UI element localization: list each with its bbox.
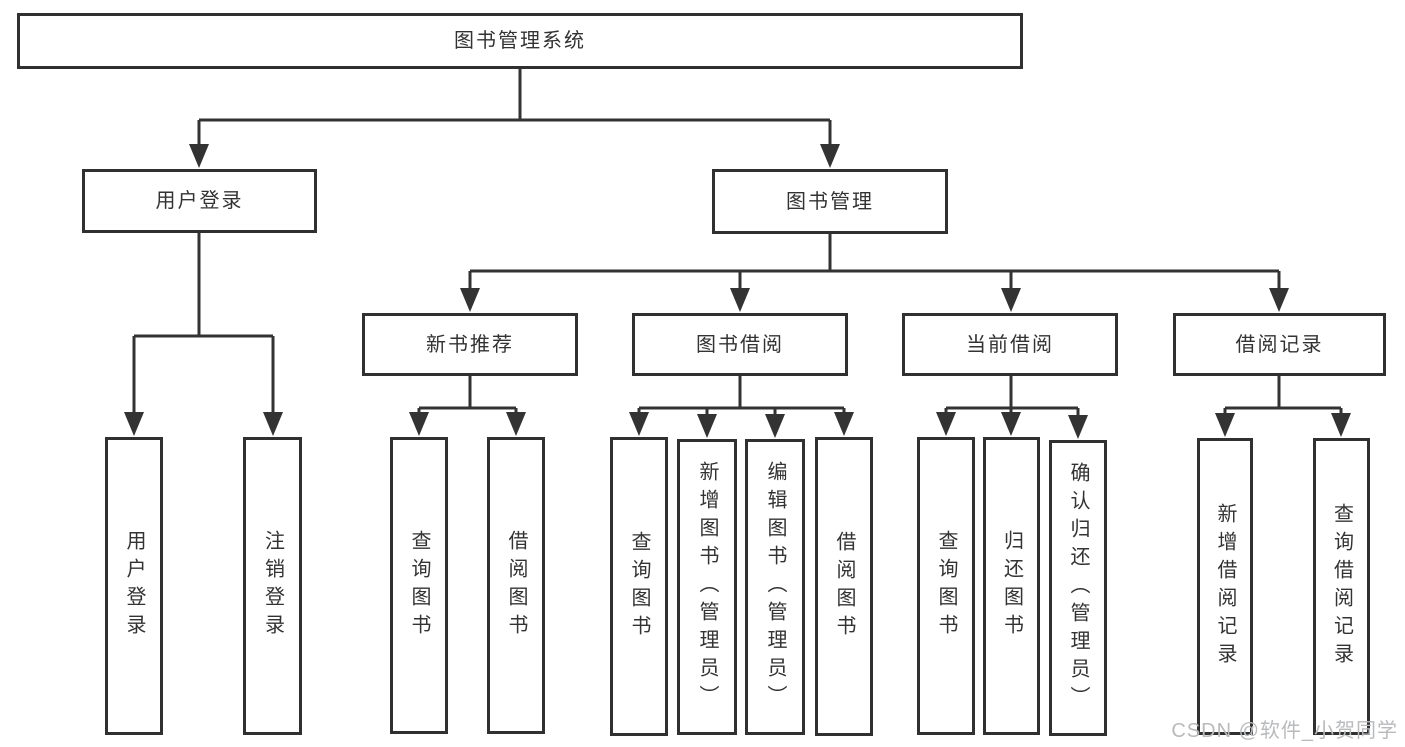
node-borrowing-records-label: 借阅记录: [1235, 333, 1324, 356]
node-root: 图书管理系统: [17, 13, 1023, 69]
node-current-borrowing-label: 当前借阅: [966, 333, 1054, 356]
node-bb-edit-books-label: 编辑图书（管理员）: [764, 461, 786, 713]
arrowhead-borrowing-records: [1269, 288, 1289, 312]
node-nbr-query-books: 查询图书: [390, 437, 448, 734]
connector-borrowing-records: [1223, 376, 1343, 419]
node-bb-query-books: 查询图书: [610, 437, 668, 736]
connector-book-management-to-level3: [468, 234, 1281, 294]
arrowhead-current-borrowing: [1001, 288, 1021, 312]
node-user-login-label: 用户登录: [123, 530, 145, 642]
node-nbr-borrow-books: 借阅图书: [487, 437, 545, 734]
arrowhead-user-login-branch: [189, 144, 209, 168]
node-nbr-borrow-books-label: 借阅图书: [505, 529, 527, 642]
node-logout-login-label: 注销登录: [261, 530, 284, 642]
node-nbr-query-books-label: 查询图书: [408, 529, 430, 642]
arrowhead-br-add-record: [1215, 413, 1235, 437]
connector-root-to-level2: [197, 69, 832, 150]
node-bb-add-books-label: 新增图书（管理员）: [696, 461, 718, 713]
node-bb-borrow-books: 借阅图书: [815, 437, 873, 736]
node-book-management: 图书管理: [712, 169, 948, 234]
arrowhead-book-management: [820, 144, 840, 168]
connector-book-borrowing: [637, 376, 846, 421]
node-user-login: 用户登录: [105, 437, 163, 735]
arrowhead-bb-borrow-books: [834, 412, 854, 436]
node-logout-login: 注销登录: [243, 437, 302, 735]
node-cb-confirm-return-label: 确认归还（管理员）: [1067, 462, 1089, 714]
node-root-label: 图书管理系统: [454, 30, 586, 52]
node-new-book-recommend-label: 新书推荐: [426, 333, 514, 356]
arrowhead-book-borrowing: [730, 288, 750, 312]
arrowhead-cb-query-books: [936, 412, 956, 436]
node-bb-edit-books: 编辑图书（管理员）: [745, 439, 805, 735]
arrowhead-nbr-query-books: [409, 412, 429, 436]
node-br-add-record: 新增借阅记录: [1197, 438, 1253, 735]
arrowhead-nbr-borrow-books: [506, 412, 526, 436]
arrowhead-bb-add-books: [697, 414, 717, 438]
arrowhead-cb-confirm-return: [1068, 415, 1088, 439]
node-book-borrowing-label: 图书借阅: [696, 333, 784, 356]
arrowhead-bb-query-books: [629, 412, 649, 436]
arrowhead-cb-return-books: [1001, 412, 1021, 436]
arrowhead-br-query-record: [1331, 413, 1351, 437]
node-user-login-branch: 用户登录: [82, 169, 317, 233]
node-br-query-record: 查询借阅记录: [1313, 438, 1370, 735]
arrowhead-new-book-recommend: [460, 288, 480, 312]
arrowhead-user-login: [124, 412, 144, 436]
connector-current-borrowing: [944, 376, 1080, 422]
node-book-borrowing: 图书借阅: [632, 313, 848, 376]
node-bb-borrow-books-label: 借阅图书: [833, 530, 855, 643]
node-bb-query-books-label: 查询图书: [628, 530, 650, 643]
node-cb-return-books: 归还图书: [983, 437, 1040, 735]
node-cb-return-books-label: 归还图书: [1000, 530, 1023, 642]
node-new-book-recommend: 新书推荐: [362, 313, 578, 376]
node-book-management-label: 图书管理: [786, 190, 874, 213]
node-cb-query-books: 查询图书: [917, 437, 975, 735]
node-br-add-record-label: 新增借阅记录: [1214, 502, 1236, 671]
arrowhead-logout-login: [263, 412, 283, 436]
csdn-watermark: CSDN @软件_小贺同学: [1171, 720, 1398, 742]
connector-new-book-recommend: [417, 376, 518, 420]
node-br-query-record-label: 查询借阅记录: [1330, 502, 1353, 671]
node-bb-add-books: 新增图书（管理员）: [677, 439, 737, 735]
connector-user-login-branch: [132, 233, 275, 418]
node-cb-confirm-return: 确认归还（管理员）: [1049, 440, 1107, 736]
node-user-login-branch-label: 用户登录: [155, 190, 244, 212]
node-current-borrowing: 当前借阅: [902, 313, 1118, 376]
node-borrowing-records: 借阅记录: [1173, 313, 1386, 376]
arrowhead-bb-edit-books: [765, 414, 785, 438]
node-cb-query-books-label: 查询图书: [935, 530, 957, 642]
